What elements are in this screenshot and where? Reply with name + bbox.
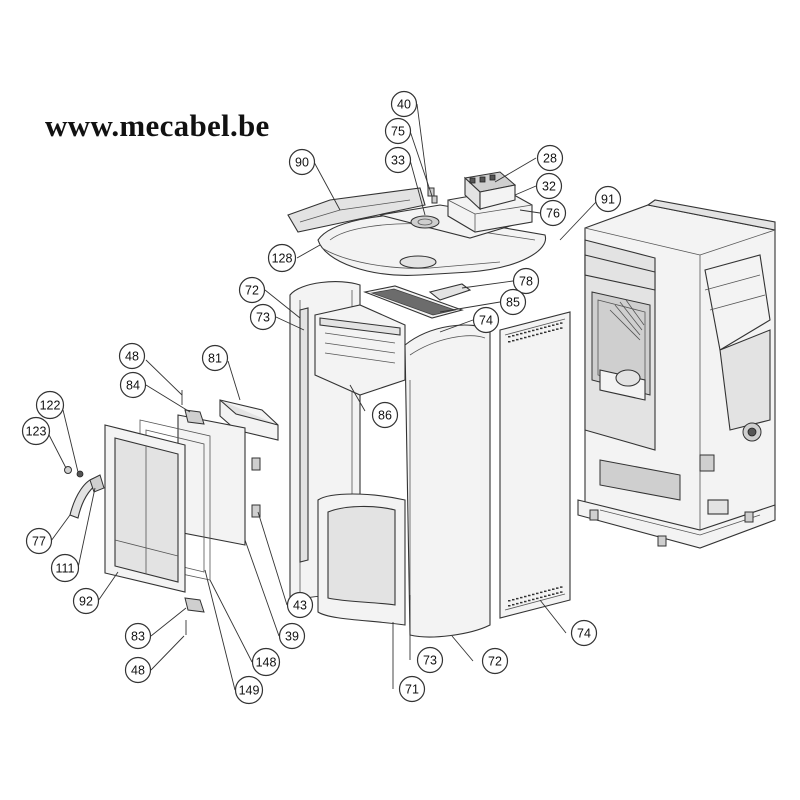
svg-text:148: 148	[256, 656, 277, 670]
svg-text:43: 43	[293, 599, 307, 613]
leader-lines	[46, 103, 597, 691]
svg-text:72: 72	[488, 655, 502, 669]
svg-text:74: 74	[479, 314, 493, 328]
trim-part-73-left	[299, 307, 309, 563]
callout-71: 71	[398, 675, 426, 703]
svg-text:91: 91	[601, 193, 615, 207]
front-grille-part-86	[314, 304, 406, 396]
callout-149: 149	[234, 675, 264, 705]
svg-text:72: 72	[245, 284, 259, 298]
callout-123: 123	[21, 416, 51, 446]
callout-28: 28	[536, 144, 564, 172]
svg-text:83: 83	[131, 630, 145, 644]
svg-text:28: 28	[543, 152, 557, 166]
callout-43: 43	[286, 591, 314, 619]
callout-72-bottom: 72	[481, 647, 509, 675]
callout-111: 111	[50, 553, 80, 583]
hinge-part-84	[184, 409, 205, 425]
svg-text:75: 75	[391, 125, 405, 139]
callout-72-top: 72	[238, 276, 266, 304]
callout-148: 148	[251, 647, 281, 677]
screws-part-48	[181, 390, 187, 635]
callout-84: 84	[119, 371, 147, 399]
svg-text:77: 77	[32, 535, 46, 549]
callout-85: 85	[499, 288, 527, 316]
callout-76: 76	[539, 199, 567, 227]
callout-78: 78	[512, 267, 540, 295]
callout-83: 83	[124, 622, 152, 650]
svg-text:39: 39	[285, 630, 299, 644]
stove-body-frame	[577, 199, 776, 549]
svg-text:81: 81	[208, 352, 222, 366]
callout-73-bottom: 73	[416, 646, 444, 674]
svg-text:92: 92	[79, 595, 93, 609]
callout-75: 75	[384, 117, 412, 145]
svg-text:73: 73	[256, 311, 270, 325]
callout-73-top: 73	[249, 303, 277, 331]
small-fittings-part-40-75	[427, 187, 438, 204]
svg-text:33: 33	[391, 154, 405, 168]
callout-90: 90	[288, 148, 316, 176]
callout-40: 40	[390, 90, 418, 118]
nut-part-123	[64, 466, 72, 474]
callout-86: 86	[371, 401, 399, 429]
callout-33: 33	[384, 146, 412, 174]
callout-122: 122	[35, 390, 65, 420]
callout-128: 128	[267, 243, 297, 273]
callout-77: 77	[25, 527, 53, 555]
callout-48-top: 48	[118, 342, 146, 370]
handle-part-111	[89, 474, 105, 493]
svg-text:40: 40	[397, 98, 411, 112]
clip-part-43	[251, 457, 261, 518]
top-plate-part-33	[379, 204, 531, 239]
svg-text:123: 123	[26, 425, 47, 439]
svg-text:76: 76	[546, 207, 560, 221]
part-78	[428, 283, 472, 301]
svg-text:111: 111	[55, 562, 74, 576]
svg-text:32: 32	[542, 180, 556, 194]
svg-text:74: 74	[577, 627, 591, 641]
svg-text:85: 85	[506, 296, 520, 310]
svg-text:73: 73	[423, 654, 437, 668]
glass-part-39	[177, 414, 246, 546]
svg-text:86: 86	[378, 409, 392, 423]
callout-32: 32	[535, 172, 563, 200]
svg-text:48: 48	[125, 350, 139, 364]
grille-part-28	[463, 171, 517, 211]
svg-text:122: 122	[40, 399, 61, 413]
callout-74-bottom: 74	[570, 619, 598, 647]
callout-92: 92	[72, 587, 100, 615]
svg-text:90: 90	[295, 156, 309, 170]
hinge-part-83	[184, 597, 205, 613]
callout-91: 91	[594, 185, 622, 213]
svg-text:71: 71	[405, 683, 419, 697]
callout-81: 81	[201, 344, 229, 372]
callout-48-bottom: 48	[124, 656, 152, 684]
callout-39: 39	[278, 622, 306, 650]
svg-text:128: 128	[272, 252, 293, 266]
svg-text:149: 149	[239, 684, 260, 698]
svg-text:78: 78	[519, 275, 533, 289]
svg-text:84: 84	[126, 379, 140, 393]
watermark-url: www.mecabel.be	[45, 108, 270, 143]
top-grille-part-85	[363, 285, 464, 319]
front-panel-part-74	[404, 324, 491, 638]
bracket-part-81	[219, 399, 279, 441]
svg-text:48: 48	[131, 664, 145, 678]
lower-door-part-71	[317, 493, 406, 626]
callout-74-top: 74	[472, 306, 500, 334]
door-part-92	[104, 424, 186, 593]
screw-part-122	[76, 470, 84, 478]
side-panel-part-74-right	[499, 311, 571, 619]
